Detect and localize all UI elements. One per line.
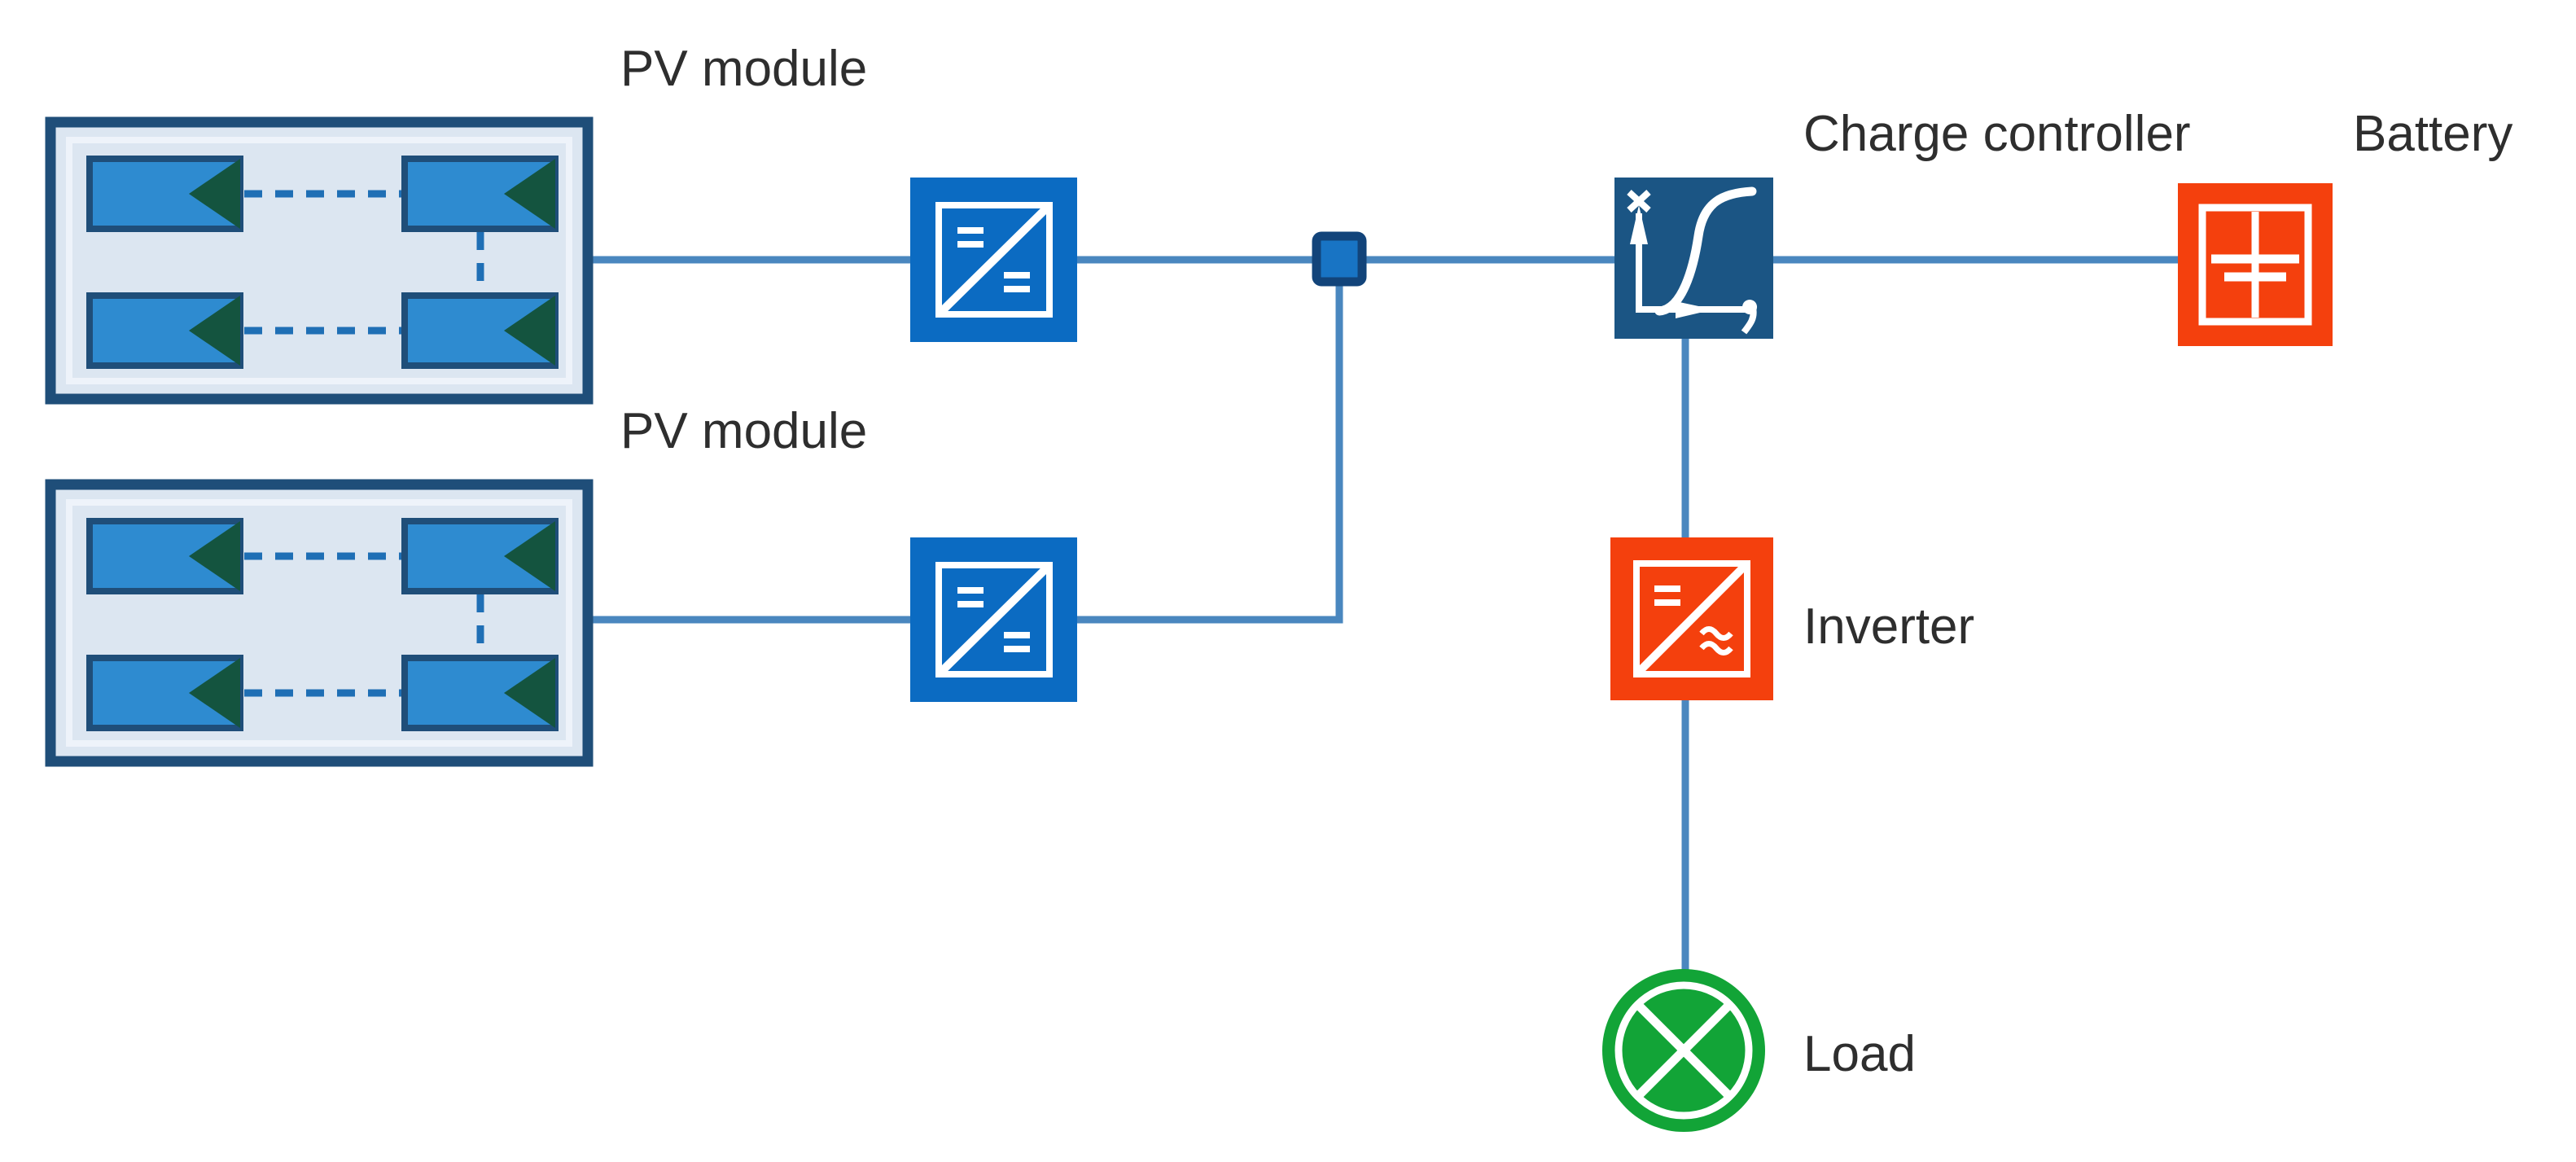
pv-cell-top-left <box>90 521 240 591</box>
inverter-ac-output-symbol <box>1699 626 1733 656</box>
label-pv-module-bottom: PV module <box>620 403 867 459</box>
dcdc-dc-input-symbol <box>957 227 984 248</box>
label-inverter: Inverter <box>1803 599 1974 655</box>
charge-controller-x-marker <box>1627 190 1651 213</box>
charge-controller-x-arrow <box>1676 301 1714 318</box>
load-inner-ring <box>1614 981 1753 1120</box>
label-pv-module-top: PV module <box>620 41 867 97</box>
dc-dc-converter-top[interactable] <box>910 178 1077 342</box>
load[interactable] <box>1602 969 1765 1132</box>
pv-module-inner-frame <box>66 137 572 384</box>
dcdc-diagonal <box>938 204 1050 315</box>
label-load: Load <box>1803 1026 1916 1082</box>
dc-dc-converter-bottom[interactable] <box>910 537 1077 702</box>
inverter-inner-outline <box>1633 560 1750 677</box>
pv-cell-top-right <box>405 159 555 229</box>
pv-cell-bottom-right <box>405 658 555 728</box>
inverter[interactable] <box>1610 537 1773 700</box>
label-charge-controller: Charge controller <box>1803 106 2191 162</box>
battery-inner-outline <box>2198 204 2312 326</box>
pv-cell-top-left <box>90 159 240 229</box>
dcdc-dc-output-symbol <box>1004 632 1030 652</box>
charge-controller-terminal-tail <box>1741 307 1757 335</box>
junction-square <box>1312 231 1367 287</box>
pv-module-inner-frame <box>66 499 572 747</box>
pv-module-top[interactable] <box>45 116 594 405</box>
dcdc-inner-outline <box>935 202 1053 318</box>
charge-controller-y-arrow <box>1630 205 1648 244</box>
pv-module-bottom[interactable] <box>45 479 594 767</box>
pv-cell-bottom-left <box>90 658 240 728</box>
dcdc-dc-output-symbol <box>1004 272 1030 292</box>
label-battery: Battery <box>2353 106 2512 162</box>
load-cross-icon <box>1635 1002 1733 1099</box>
wire-dcdc-bottom-to-bus <box>1075 269 1343 624</box>
dcdc-dc-input-symbol <box>957 587 984 607</box>
pv-cell-top-right <box>405 521 555 591</box>
charge-controller[interactable] <box>1614 178 1773 339</box>
dcdc-diagonal <box>938 564 1050 675</box>
pv-cell-bottom-right <box>405 296 555 366</box>
charge-controller-curve <box>1654 186 1757 316</box>
inverter-dc-input-symbol <box>1654 585 1680 606</box>
dcdc-inner-outline <box>935 562 1053 677</box>
inverter-diagonal <box>1636 563 1748 675</box>
pv-cell-bottom-left <box>90 296 240 366</box>
bus-junction-node[interactable] <box>1312 231 1367 287</box>
battery[interactable] <box>2178 183 2333 346</box>
